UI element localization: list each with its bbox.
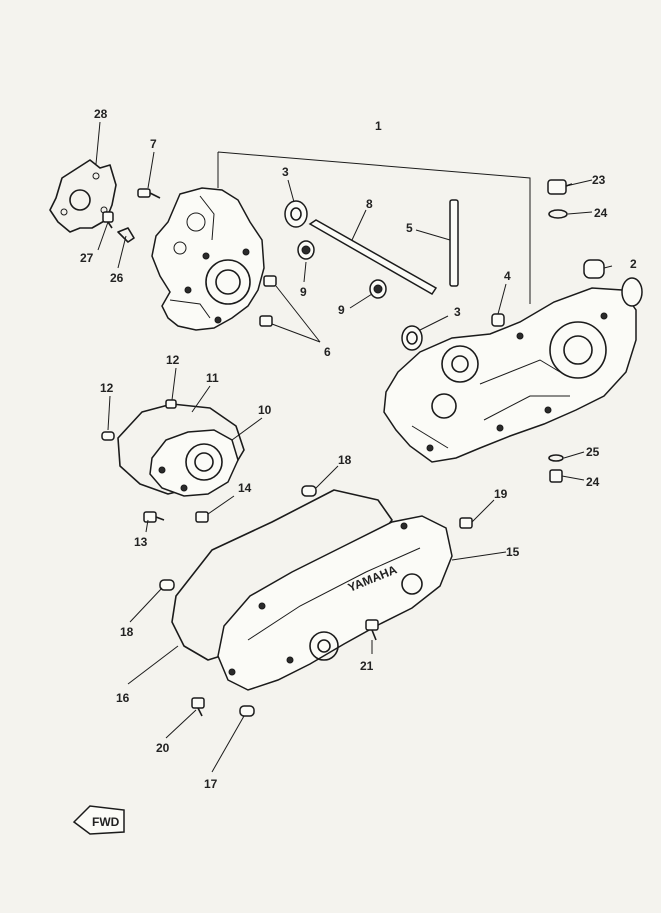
- part-10-pump-cover: [149, 429, 239, 497]
- callout-9-upper: 9: [300, 285, 307, 299]
- callout-6: 6: [324, 345, 331, 359]
- callout-24: 24: [586, 475, 600, 489]
- callout-12-b: 12: [100, 381, 114, 395]
- fwd-arrow-badge: FWD: [72, 805, 125, 835]
- callout-18-lower: 18: [120, 625, 134, 639]
- right-crankcase: [383, 277, 643, 463]
- part-26-clip: [117, 227, 135, 243]
- part-14-bolt: [195, 511, 209, 523]
- part-18-dowel-upper: [301, 485, 317, 497]
- part-24-drain-bolt: [549, 469, 563, 483]
- part-19-bolt: [459, 517, 473, 529]
- part-8-shaft: [308, 219, 438, 295]
- left-crankcase: [151, 187, 265, 331]
- part-3-bearing-upper: [284, 200, 308, 228]
- callout-10: 10: [258, 403, 272, 417]
- callout-12-a: 12: [166, 353, 180, 367]
- part-21-bolt: [365, 619, 379, 641]
- part-25-washer: [548, 454, 564, 462]
- part-3-bearing-lower: [401, 325, 423, 351]
- callout-15: 15: [506, 545, 520, 559]
- callout-7: 7: [150, 137, 157, 151]
- part-22-breather: [547, 179, 573, 195]
- part-7-bolt: [137, 188, 161, 199]
- part-20-bolt: [191, 697, 205, 717]
- callout-3-lower: 3: [454, 305, 461, 319]
- part-12-dowel-b: [101, 431, 115, 441]
- callout-26: 26: [110, 271, 124, 285]
- part-23-o-ring: [548, 209, 568, 219]
- callout-27: 27: [80, 251, 94, 265]
- callout-14: 14: [238, 481, 252, 495]
- part-12-dowel-a: [165, 399, 177, 409]
- callout-11: 11: [206, 371, 219, 385]
- callout-8: 8: [366, 197, 373, 211]
- part-28-gasket: [49, 159, 117, 233]
- part-13-bolt: [143, 511, 165, 523]
- callout-17: 17: [204, 777, 218, 791]
- callout-4: 4: [504, 269, 511, 283]
- callout-25: 25: [586, 445, 600, 459]
- callout-labels: 28 7 27 26 1 3 8 5 9 9 4 3 2 23 24 6 25 …: [80, 107, 637, 791]
- callout-20: 20: [156, 741, 170, 755]
- part-2-bushing: [583, 259, 605, 279]
- callout-3-upper: 3: [282, 165, 289, 179]
- callout-21: 21: [360, 659, 374, 673]
- callout-19: 19: [494, 487, 508, 501]
- part-4-pin: [491, 313, 505, 327]
- callout-23: 24: [594, 206, 608, 220]
- callout-13: 13: [134, 535, 148, 549]
- part-9-seal-lower: [369, 279, 387, 299]
- fwd-badge-text: FWD: [92, 815, 120, 829]
- part-9-seal-upper: [297, 240, 315, 260]
- callout-2: 2: [630, 257, 637, 271]
- part-17-dowel: [239, 705, 255, 717]
- callout-28: 28: [94, 107, 108, 121]
- callout-1-bracket: [217, 151, 531, 304]
- part-15-crankcase-cover: YAMAHA: [217, 515, 453, 691]
- callout-5: 5: [406, 221, 413, 235]
- callout-9-lower: 9: [338, 303, 345, 317]
- part-27-bolt: [102, 211, 114, 229]
- part-18-dowel-lower: [159, 579, 175, 591]
- callout-16: 16: [116, 691, 130, 705]
- callout-22: 23: [592, 173, 606, 187]
- part-5-pipe: [449, 199, 459, 287]
- leader-lines: [95, 121, 613, 773]
- callout-1: 1: [375, 119, 382, 133]
- part-6-dowels: [259, 275, 277, 327]
- callout-18-upper: 18: [338, 453, 352, 467]
